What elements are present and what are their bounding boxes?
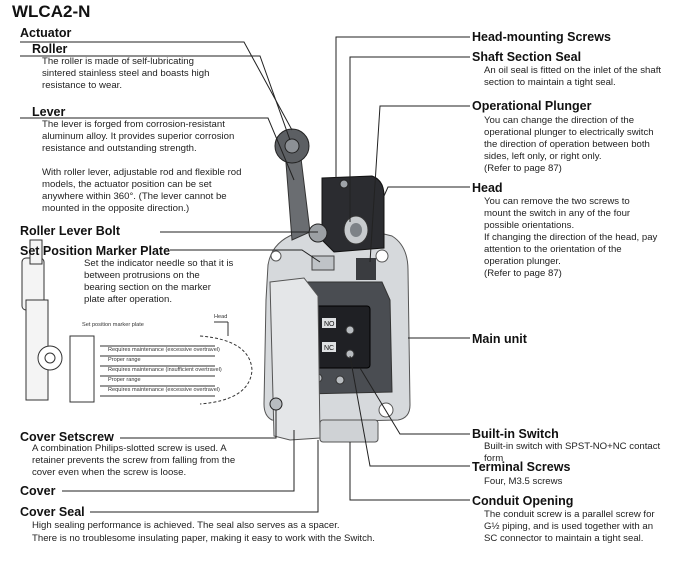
inset-head-outline [199,335,253,405]
leader-head [383,186,470,197]
builtin-switch-text: Built-in switch with SPST-NO+NC contact … [484,441,661,464]
head-text-1: You can remove the two screws to mount t… [484,196,631,231]
roller-lever-bolt [308,223,328,243]
builtin-switch-block [313,305,371,369]
roller-lever-bolt-label: Roller Lever Bolt [20,224,121,238]
leader-lines [20,36,470,513]
nc-mark: NC [324,345,334,352]
lever [284,149,311,241]
terminal-screw [335,375,345,385]
leader-terminal-screws [349,355,470,467]
inset-head-label: Head [214,314,228,320]
cover-seal-heading: Cover Seal [20,505,85,519]
terminal-screws-heading: Terminal Screws [472,460,571,474]
leader-cover-seal [90,440,319,513]
head [321,175,385,253]
roller-hub [284,138,300,154]
plunger-text: You can change the direction of the oper… [484,115,654,162]
leader-marker-plate [170,249,321,263]
conduit-text: The conduit screw is a parallel screw fo… [484,509,655,544]
conduit-heading: Conduit Opening [472,494,574,508]
actuator-heading: Actuator [20,26,72,40]
cover-seal-text-1: High sealing performance is achieved. Th… [32,520,340,531]
leader-builtin-switch [359,367,470,435]
shaft-seal-heading: Shaft Section Seal [472,50,582,64]
inset-row-5: Requires maintenance (excessive overtrav… [108,387,220,393]
leader-plunger [369,105,470,263]
shaft-core [350,223,362,237]
plunger-ref: (Refer to page 87) [484,163,562,174]
lever-text-2: With roller lever, adjustable rod and fl… [42,167,242,214]
head-ref: (Refer to page 87) [484,268,562,279]
no-plate [322,318,336,328]
leader-head-mount [335,36,470,178]
marker-plate-heading: Set Position Marker Plate [20,244,171,258]
roller-text: The roller is made of self-lubricating s… [42,56,210,91]
marker-plate-text: Set the indicator needle so that it is b… [84,258,234,305]
inset-bearing-center [44,352,56,364]
head-mounting-screw [339,179,349,189]
terminal-screws-text: Four, M3.5 screws [484,476,563,487]
leader-lever [20,117,295,181]
leader-roller [20,55,291,141]
conduit-opening [319,419,379,443]
page-title: WLCA2-N [12,2,91,21]
leader-shaft-seal [349,56,470,222]
inset-row-1: Requires maintenance (excessive overtrav… [108,347,220,353]
head-text-2: If changing the direction of the head, p… [484,232,658,267]
inset-plate-label: Set position marker plate [82,322,144,328]
terminal-screw [345,325,355,335]
cover-setscrew-text: A combination Philips-slotted screw is u… [32,443,236,478]
mounting-hole [270,250,282,262]
builtin-switch-heading: Built-in Switch [472,427,559,441]
leader-cover [62,430,295,492]
main-unit-label: Main unit [472,332,527,346]
leader-conduit [349,442,470,501]
plunger-heading: Operational Plunger [472,99,592,113]
inset-arm [29,239,43,265]
inset-row-2: Proper range [108,357,141,363]
plunger [356,258,376,280]
marker-plate [311,255,335,271]
cover-seal-text-2: There is no troublesome insulating paper… [32,533,375,544]
cover-setscrew [269,397,283,411]
cover [269,277,321,441]
inset-plate [69,335,95,403]
shaft-seal-text: An oil seal is fitted on the inlet of th… [484,65,662,88]
head-heading: Head [472,181,503,195]
cover-setscrew-heading: Cover Setscrew [20,430,114,444]
marker-plate-inset [21,239,253,405]
inset-row-3: Requires maintenance (insufficient overt… [108,367,222,373]
lever-heading: Lever [32,105,66,119]
head-mounting-screws-label: Head-mounting Screws [472,30,611,44]
lever-text-1: The lever is forged from corrosion-resis… [42,119,235,154]
cover-label: Cover [20,484,56,498]
leader-cover-setscrew [120,410,277,439]
mounting-hole [375,249,389,263]
nc-plate [322,342,336,352]
no-mark: NO [324,321,335,328]
roller-heading: Roller [32,42,68,56]
inset-row-4: Proper range [108,377,141,383]
